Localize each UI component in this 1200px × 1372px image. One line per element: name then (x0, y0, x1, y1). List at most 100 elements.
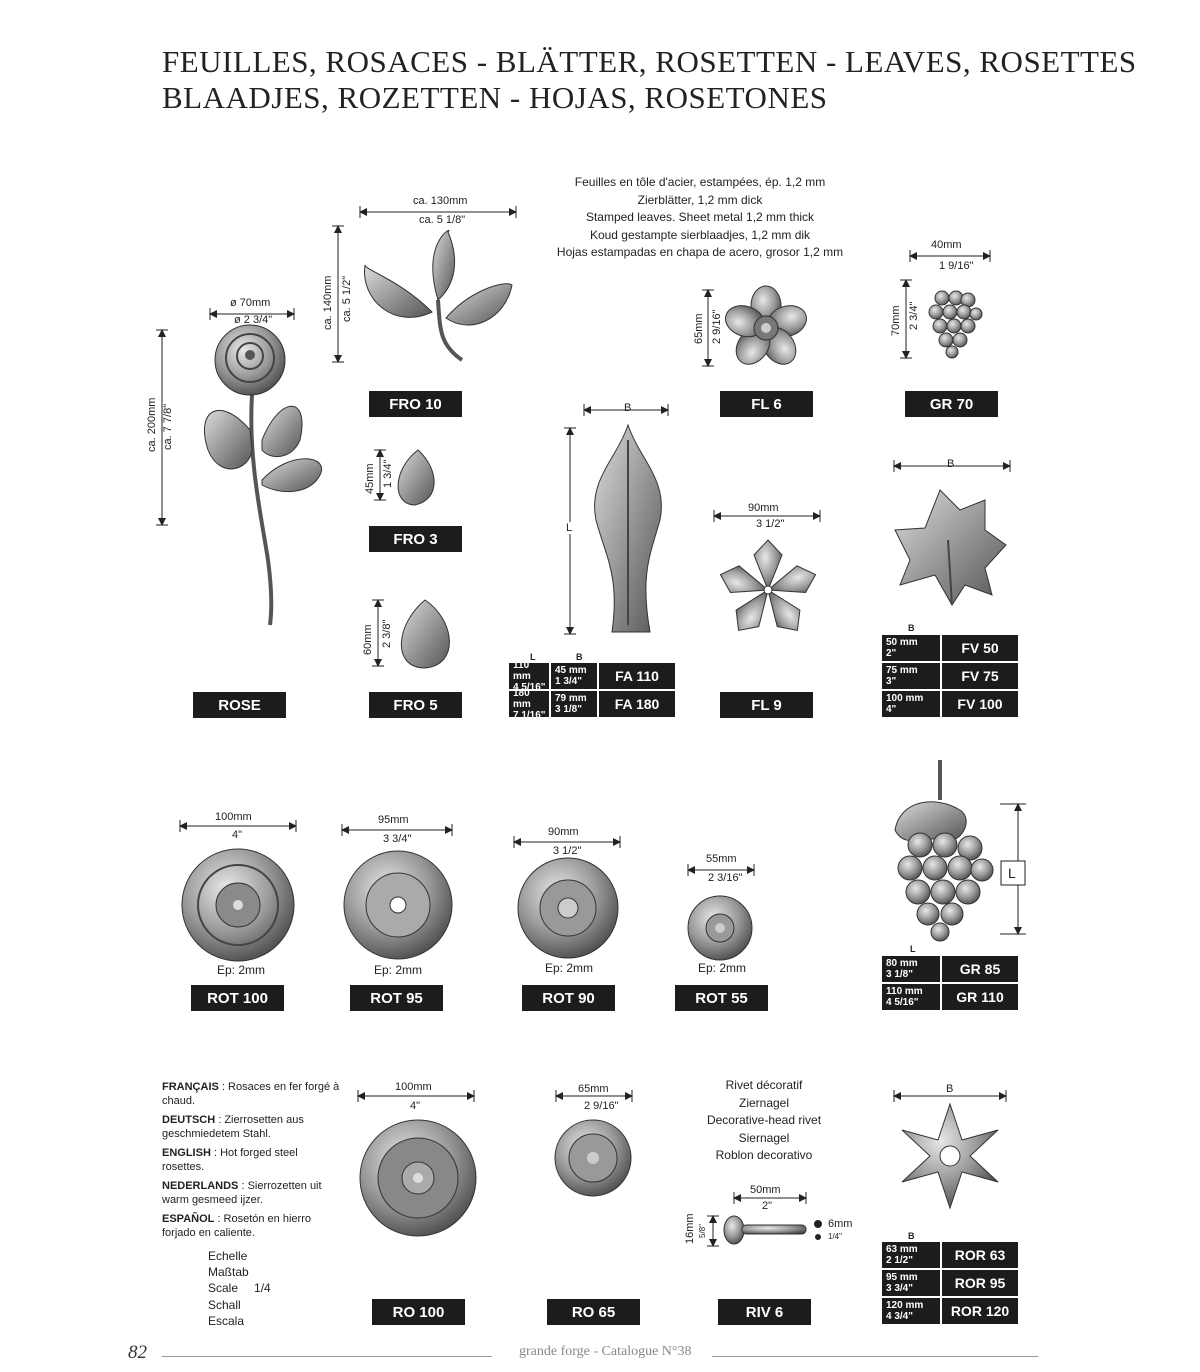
fa-row1-l-in: 4 5/16" (513, 681, 546, 693)
desc-fr-lang: FRANÇAIS (162, 1081, 219, 1093)
gr-row2-in: 4 5/16" (886, 997, 919, 1008)
gr70-width-mm: 40mm (931, 239, 962, 251)
rot55-label: ROT 55 (675, 985, 768, 1011)
ro100-illustration (357, 1090, 477, 1237)
rot90-width-in: 3 1/2" (553, 845, 582, 857)
riv6-dia-mm: 6mm (828, 1218, 853, 1230)
fv-row2-code: FV 75 (942, 663, 1020, 691)
desc-en-text: : Hot forged steel rosettes. (162, 1147, 298, 1173)
gr70-height-in: 2 3/4" (908, 301, 920, 330)
ro65-width-mm: 65mm (578, 1083, 609, 1095)
rot90-thickness: Ep: 2mm (545, 961, 594, 975)
desc-nl: NEDERLANDS : Sierrozetten uit warm gesme… (162, 1179, 342, 1207)
rot95-label: ROT 95 (350, 985, 443, 1011)
fa-l-marker: L (566, 522, 573, 534)
gr-row1-in: 3 1/8" (886, 969, 913, 980)
ror-row1-code: ROR 63 (942, 1242, 1020, 1270)
riv6-name-es: Roblon decorativo (715, 1148, 813, 1162)
desc-es-text: : Rosetón en hierro forjado en caliente. (162, 1213, 311, 1239)
ror-row3-mm: 120 mm (886, 1300, 924, 1311)
riv6-height-in: 5/8" (698, 1224, 707, 1238)
desc-es-lang: ESPAÑOL (162, 1213, 215, 1225)
fv-header-b: B (908, 623, 915, 633)
fro3-illustration (374, 449, 435, 506)
scale-word-fr: Echelle (208, 1249, 248, 1263)
rot55-width-in: 2 3/16" (708, 872, 743, 884)
rot100-label: ROT 100 (191, 985, 284, 1011)
fro10-label: FRO 10 (369, 391, 462, 417)
fro5-illustration (372, 599, 450, 669)
fa-b-marker: B (624, 402, 632, 414)
fa-row2-l-mm: 180 mm (513, 687, 531, 710)
ror-row2-mm: 95 mm (886, 1272, 918, 1283)
note-en: Stamped leaves. Sheet metal 1,2 mm thick (585, 210, 815, 224)
ror-row1-in: 2 1/2" (886, 1255, 913, 1266)
rot95-width-mm: 95mm (378, 814, 409, 826)
desc-de-text: : Zierrosetten aus geschmiedetem Stahl. (162, 1114, 304, 1140)
desc-fr-text: : Rosaces en fer forgé à chaud. (162, 1081, 340, 1107)
riv6-name-fr: Rivet décoratif (725, 1078, 803, 1092)
footer-rule-left (162, 1356, 492, 1357)
desc-de: DEUTSCH : Zierrosetten aus geschmiedetem… (162, 1113, 342, 1141)
fro5-label: FRO 5 (369, 692, 462, 718)
riv6-illustration (707, 1192, 822, 1247)
fa-row1-b-mm: 45 mm (555, 665, 587, 676)
note-de: Zierblätter, 1,2 mm dick (637, 192, 763, 207)
ro65-label: RO 65 (547, 1299, 640, 1325)
stamped-leaves-note: Feuilles en tôle d'acier, estampées, ép.… (540, 174, 860, 262)
fl6-illustration (702, 285, 808, 367)
fv-row3-in: 4" (886, 704, 897, 715)
rot100-width-in: 4" (232, 829, 243, 841)
fv-row2-mm: 75 mm (886, 665, 918, 676)
rosettes-description: FRANÇAIS : Rosaces en fer forgé à chaud.… (162, 1080, 342, 1245)
rose-height-mm: ca. 200mm (146, 397, 158, 452)
desc-en: ENGLISH : Hot forged steel rosettes. (162, 1146, 342, 1174)
fl6-height-mm: 65mm (693, 313, 705, 344)
fro5-height-mm: 60mm (362, 624, 374, 655)
fa-row2-l-in: 7 1/16" (513, 709, 546, 721)
rot55-illustration (687, 864, 755, 961)
fa-illustration (564, 404, 669, 635)
rot100-width-mm: 100mm (215, 811, 252, 823)
ror-row3-code: ROR 120 (942, 1298, 1020, 1326)
desc-nl-lang: NEDERLANDS (162, 1180, 239, 1192)
rot95-thickness: Ep: 2mm (374, 963, 423, 977)
gr-header-l: L (910, 944, 916, 954)
rose-illustration (156, 308, 323, 626)
ro100-label: RO 100 (372, 1299, 465, 1325)
fro10-height-in: ca. 5 1/2" (341, 275, 353, 322)
ro100-width-mm: 100mm (395, 1081, 432, 1093)
scale-word-es: Escala (208, 1313, 245, 1328)
gr-row2-code: GR 110 (942, 984, 1020, 1012)
ror-row1-mm: 63 mm (886, 1244, 918, 1255)
gr-illustration (894, 760, 1026, 942)
fv-row1-in: 2" (886, 648, 897, 659)
rot55-width-mm: 55mm (706, 853, 737, 865)
rose-width-mm: ø 70mm (230, 297, 271, 309)
gr70-label: GR 70 (905, 391, 998, 417)
gr70-height-mm: 70mm (890, 305, 902, 336)
fa-row2-b-in: 3 1/8" (555, 704, 582, 715)
fro3-label: FRO 3 (369, 526, 462, 552)
fv-illustration (893, 460, 1011, 606)
rot90-width-mm: 90mm (548, 826, 579, 838)
scale-word-en-text: Scale (208, 1281, 239, 1296)
fro10-height-mm: ca. 140mm (322, 275, 334, 330)
rot55-thickness: Ep: 2mm (698, 961, 747, 975)
note-es: Hojas estampadas en chapa de acero, gros… (556, 245, 844, 259)
fl6-label: FL 6 (720, 391, 813, 417)
rose-width-in: ø 2 3/4" (234, 314, 273, 326)
